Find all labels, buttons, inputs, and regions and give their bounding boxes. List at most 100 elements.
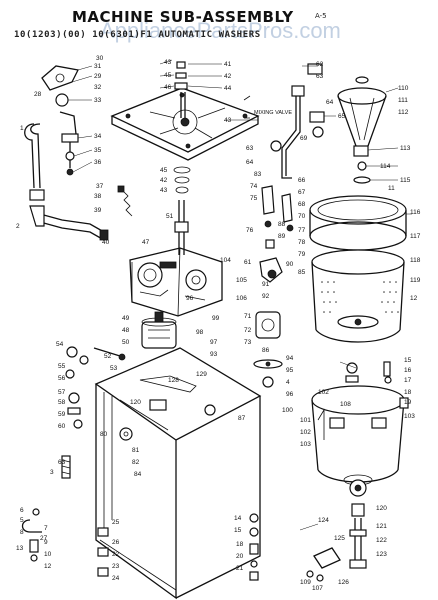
part-label: 45 <box>164 72 172 79</box>
part-label: 43 <box>160 187 168 194</box>
part-label: 51 <box>166 213 174 220</box>
part-label: 37 <box>96 183 104 190</box>
part-label: 84 <box>134 471 142 478</box>
part-label: 49 <box>122 315 130 322</box>
part-label: 19 <box>404 399 412 406</box>
part-label: 79 <box>298 251 306 258</box>
part-label: 120 <box>130 399 141 406</box>
part-label: 89 <box>278 233 286 240</box>
part-label: 16 <box>404 367 412 374</box>
bottom-hardware <box>249 513 259 581</box>
drain-pipe-parts <box>306 503 367 582</box>
fittings-left-middle <box>65 346 126 429</box>
pump-and-brake <box>253 239 283 388</box>
part-label: 43 <box>164 59 172 66</box>
part-label: 63 <box>246 145 254 152</box>
part-label: 64 <box>246 159 254 166</box>
part-label: 58 <box>58 399 66 406</box>
part-label: 17 <box>404 377 412 384</box>
part-label: 47 <box>142 239 150 246</box>
part-label: 81 <box>132 447 140 454</box>
page-code: A-5 <box>315 12 327 20</box>
part-label: 61 <box>244 259 252 266</box>
leveling-legs <box>21 455 109 577</box>
part-label: 96 <box>186 295 194 302</box>
part-label: 108 <box>340 401 351 408</box>
part-label: 36 <box>94 159 102 166</box>
part-label: 3 <box>50 469 54 476</box>
watermark: AppliancePartsPros.com <box>100 18 341 43</box>
part-label: 120 <box>376 505 387 512</box>
part-label: 21 <box>236 565 244 572</box>
part-label: 55 <box>58 363 66 370</box>
part-label: 5 <box>20 517 24 524</box>
part-label: 71 <box>244 313 252 320</box>
basket-perforations <box>321 281 399 313</box>
part-label: 115 <box>400 177 411 184</box>
part-label: 10 <box>44 551 52 558</box>
part-label: 112 <box>398 109 409 116</box>
part-label: 113 <box>400 145 411 152</box>
part-label: 91 <box>262 281 270 288</box>
part-label: 11 <box>388 185 395 192</box>
part-label: 73 <box>244 339 252 346</box>
part-label: 23 <box>112 563 120 570</box>
part-label: 42 <box>160 177 168 184</box>
part-label: 76 <box>246 227 254 234</box>
part-label: 33 <box>94 97 102 104</box>
part-label: 103 <box>300 441 311 448</box>
part-label: 60 <box>58 423 66 430</box>
part-label: 125 <box>334 535 345 542</box>
part-label: 42 <box>224 73 232 80</box>
part-label: 119 <box>410 277 421 284</box>
part-label: 102 <box>318 389 329 396</box>
part-label: 30 <box>96 55 104 62</box>
part-label: 83 <box>254 171 262 178</box>
part-label: 63 <box>58 459 66 466</box>
part-label: 15 <box>404 357 412 364</box>
part-label: 117 <box>410 233 421 240</box>
part-label: 118 <box>410 257 421 264</box>
part-label: 98 <box>196 329 204 336</box>
part-label: 12 <box>410 295 418 302</box>
part-label: 24 <box>112 575 120 582</box>
part-label: 54 <box>56 341 64 348</box>
spin-basket <box>309 195 407 343</box>
part-label: 106 <box>236 295 247 302</box>
part-label: 129 <box>196 371 207 378</box>
part-label: 25 <box>112 519 120 526</box>
part-label: 92 <box>262 293 270 300</box>
snubber-brackets <box>261 185 294 232</box>
part-label: 72 <box>244 327 252 334</box>
agitator <box>337 76 387 184</box>
part-label: 124 <box>318 517 329 524</box>
part-label: 53 <box>110 365 118 372</box>
part-label: 52 <box>104 353 112 360</box>
part-label: 109 <box>300 579 311 586</box>
part-label: 74 <box>250 183 258 190</box>
part-label: 28 <box>34 91 42 98</box>
mixing-valve-note: MIXING VALVE <box>254 110 292 116</box>
part-label: 39 <box>94 207 102 214</box>
part-label: 40 <box>102 239 110 246</box>
part-label: 93 <box>210 351 218 358</box>
part-label: 26 <box>112 539 120 546</box>
part-label: 63 <box>316 73 324 80</box>
part-label: 64 <box>326 99 334 106</box>
part-label: 46 <box>164 84 172 91</box>
part-label: 67 <box>298 189 306 196</box>
part-label: 94 <box>286 355 294 362</box>
part-label: 86 <box>262 347 270 354</box>
part-label: 77 <box>298 227 306 234</box>
part-label: 88 <box>278 221 286 228</box>
part-label: 4 <box>286 379 290 386</box>
part-label: 22 <box>112 551 120 558</box>
part-label: 110 <box>398 85 409 92</box>
part-label: 57 <box>58 389 66 396</box>
part-label: 96 <box>286 391 294 398</box>
part-label: 12 <box>44 563 52 570</box>
part-label: 80 <box>100 431 108 438</box>
part-label: 18 <box>236 541 244 548</box>
